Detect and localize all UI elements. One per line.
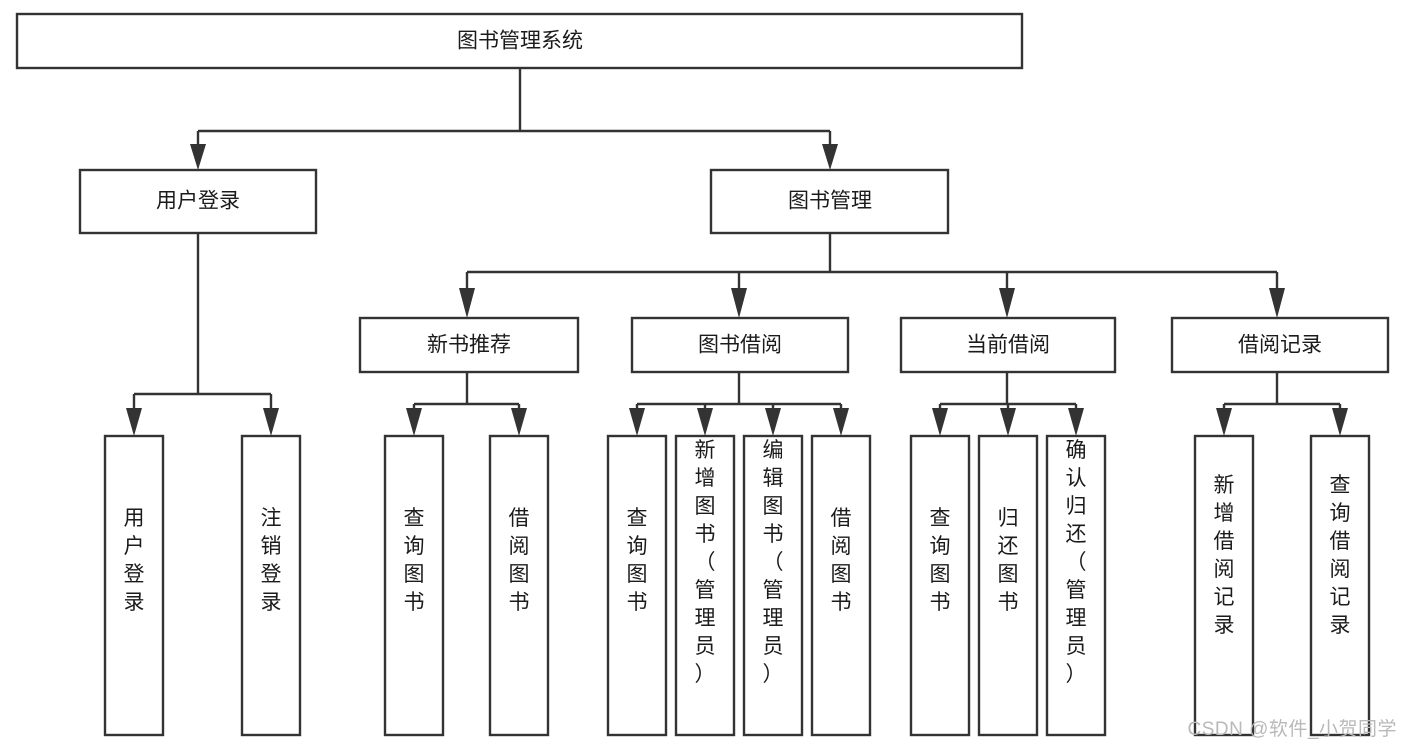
- arrowhead-leaf-query-book-2: [629, 408, 645, 436]
- node-book-manage-label: 图书管理: [788, 190, 872, 213]
- node-leaf-query-book-2-box[interactable]: [606, 434, 668, 737]
- arrowhead-leaf-query-book-1: [406, 408, 422, 436]
- node-leaf-query-book-3[interactable]: 查询图书: [909, 434, 971, 737]
- node-leaf-query-book-3-label: 查询图书: [930, 507, 951, 614]
- node-current-borrow-label: 当前借阅: [966, 334, 1050, 357]
- arrowhead-book-borrow: [731, 288, 747, 318]
- node-leaf-query-record[interactable]: 查询借阅记录: [1309, 434, 1371, 737]
- arrowhead-new-book-recommend: [459, 288, 475, 318]
- node-leaf-query-book-1-label: 查询图书: [404, 507, 425, 614]
- node-leaf-edit-book-box[interactable]: [742, 434, 804, 737]
- node-user-login[interactable]: 用户登录: [78, 168, 318, 235]
- node-leaf-query-book-2-label: 查询图书: [627, 507, 648, 614]
- node-leaf-confirm-return[interactable]: 确认归还（管理员）: [1045, 434, 1107, 737]
- node-leaf-add-book-box[interactable]: [674, 434, 736, 737]
- node-book-manage[interactable]: 图书管理: [709, 168, 950, 235]
- node-new-book-recommend-box[interactable]: [358, 316, 580, 374]
- arrowhead-borrow-record: [1269, 288, 1285, 318]
- node-leaf-add-book-label: 新增图书（管理员）: [695, 439, 716, 686]
- node-leaf-query-book-3-box[interactable]: [909, 434, 971, 737]
- node-leaf-query-book-1-box[interactable]: [383, 434, 445, 737]
- node-leaf-query-record-box[interactable]: [1309, 434, 1371, 737]
- node-leaf-edit-book[interactable]: 编辑图书（管理员）: [742, 434, 804, 737]
- arrowhead-leaf-query-record: [1332, 408, 1348, 436]
- arrowhead-leaf-query-book-3: [932, 408, 948, 436]
- node-leaf-borrow-book-1-label: 借阅图书: [509, 507, 530, 614]
- node-leaf-query-record-label: 查询借阅记录: [1330, 474, 1351, 637]
- node-book-borrow[interactable]: 图书借阅: [630, 316, 850, 374]
- arrowhead-leaf-user-login: [126, 408, 142, 436]
- node-new-book-recommend[interactable]: 新书推荐: [358, 316, 580, 374]
- node-leaf-return-book-box[interactable]: [977, 434, 1039, 737]
- node-leaf-borrow-book-2[interactable]: 借阅图书: [810, 434, 872, 737]
- node-leaf-confirm-return-box[interactable]: [1045, 434, 1107, 737]
- node-leaf-borrow-book-1-box[interactable]: [488, 434, 550, 737]
- node-borrow-record[interactable]: 借阅记录: [1170, 316, 1390, 374]
- watermark-text: CSDN @软件_小贺同学: [1187, 719, 1397, 740]
- node-leaf-query-book-1[interactable]: 查询图书: [383, 434, 445, 737]
- node-leaf-user-logout-label: 注销登录: [261, 507, 282, 614]
- node-new-book-recommend-label: 新书推荐: [427, 334, 511, 357]
- node-root[interactable]: 图书管理系统: [15, 12, 1024, 70]
- arrowhead-leaf-add-record: [1216, 408, 1232, 436]
- node-current-borrow-box[interactable]: [899, 316, 1117, 374]
- arrowhead-leaf-edit-book: [765, 408, 781, 436]
- node-leaf-add-book[interactable]: 新增图书（管理员）: [674, 434, 736, 737]
- node-leaf-user-login-box[interactable]: [103, 434, 165, 737]
- arrowhead-book-manage: [822, 144, 838, 170]
- node-root-box[interactable]: [15, 12, 1024, 70]
- arrowhead-leaf-confirm-return: [1068, 408, 1084, 436]
- arrowhead-leaf-user-logout: [263, 408, 279, 436]
- node-leaf-return-book-label: 归还图书: [998, 507, 1019, 614]
- arrowhead-current-borrow: [999, 288, 1015, 318]
- node-book-manage-box[interactable]: [709, 168, 950, 235]
- node-leaf-user-login[interactable]: 用户登录: [103, 434, 165, 737]
- node-current-borrow[interactable]: 当前借阅: [899, 316, 1117, 374]
- node-borrow-record-label: 借阅记录: [1238, 334, 1322, 357]
- connector-layer: [126, 68, 1348, 436]
- node-leaf-user-logout[interactable]: 注销登录: [240, 434, 302, 737]
- node-leaf-confirm-return-label: 确认归还（管理员）: [1066, 439, 1087, 686]
- node-leaf-borrow-book-2-box[interactable]: [810, 434, 872, 737]
- node-leaf-add-record[interactable]: 新增借阅记录: [1193, 434, 1255, 737]
- node-user-login-box[interactable]: [78, 168, 318, 235]
- node-user-login-label: 用户登录: [156, 190, 240, 213]
- node-book-borrow-label: 图书借阅: [698, 334, 782, 357]
- arrowhead-user-login: [190, 144, 206, 170]
- node-leaf-query-book-2[interactable]: 查询图书: [606, 434, 668, 737]
- arrowhead-leaf-borrow-book-1: [511, 408, 527, 436]
- arrowhead-leaf-add-book: [697, 408, 713, 436]
- node-leaf-return-book[interactable]: 归还图书: [977, 434, 1039, 737]
- node-root-label: 图书管理系统: [457, 30, 583, 53]
- node-leaf-add-record-box[interactable]: [1193, 434, 1255, 737]
- node-leaf-add-record-label: 新增借阅记录: [1214, 474, 1235, 637]
- node-leaf-edit-book-label: 编辑图书（管理员）: [763, 439, 784, 686]
- node-book-borrow-box[interactable]: [630, 316, 850, 374]
- arrowhead-leaf-return-book: [1000, 408, 1016, 436]
- arrowhead-leaf-borrow-book-2: [833, 408, 849, 436]
- node-leaf-user-logout-box[interactable]: [240, 434, 302, 737]
- node-borrow-record-box[interactable]: [1170, 316, 1390, 374]
- node-leaf-borrow-book-2-label: 借阅图书: [831, 507, 852, 614]
- node-leaf-user-login-label: 用户登录: [124, 507, 145, 614]
- node-leaf-borrow-book-1[interactable]: 借阅图书: [488, 434, 550, 737]
